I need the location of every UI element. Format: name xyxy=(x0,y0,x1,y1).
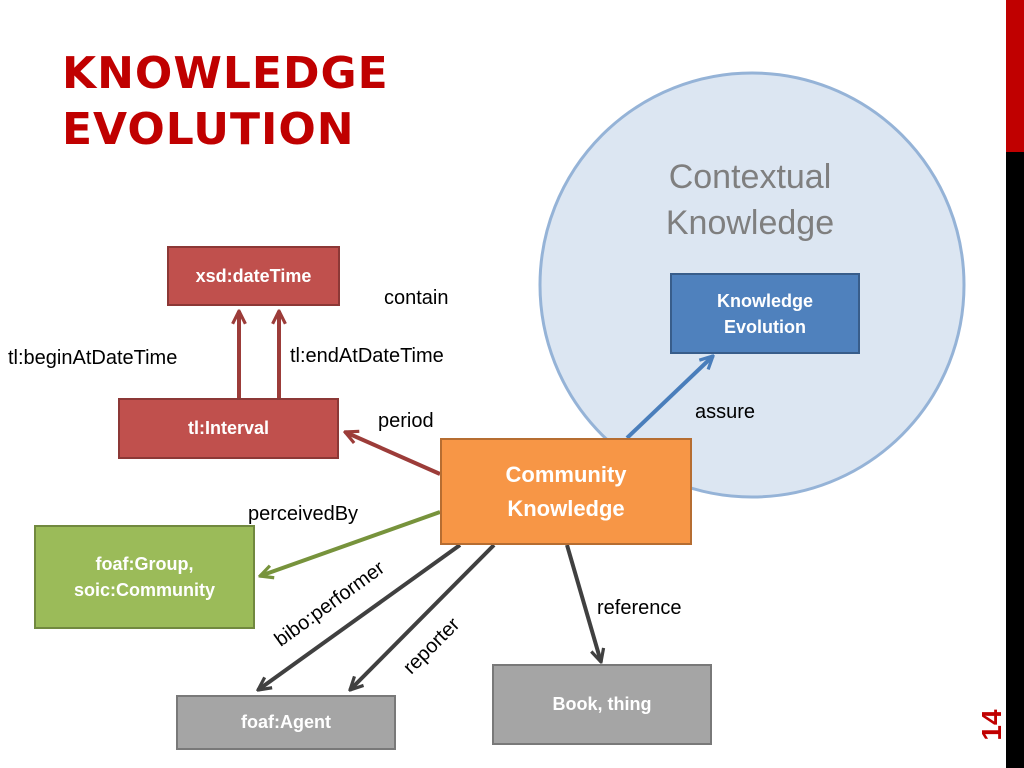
edge-reporter-arrow xyxy=(350,543,496,690)
node-foaf-group-line2: soic:Community xyxy=(73,580,215,600)
slide-title-line1: KNOWLEDGE xyxy=(62,48,389,99)
edge-reference-arrow xyxy=(565,544,601,662)
node-tl-interval: tl:Interval xyxy=(118,398,339,459)
side-bar-black xyxy=(1006,152,1024,768)
slide-title: KNOWLEDGE EVOLUTION xyxy=(62,46,389,158)
contextual-knowledge-label: Contextual Knowledge xyxy=(640,154,860,246)
side-bar-red xyxy=(1006,0,1024,152)
node-community-knowledge: Community Knowledge xyxy=(440,438,692,545)
node-foaf-group-line1: foaf:Group, xyxy=(95,554,194,574)
node-foaf-group: foaf:Group, soic:Community xyxy=(34,525,255,629)
label-assure: assure xyxy=(695,401,756,423)
node-knowledge-evolution: Knowledge Evolution xyxy=(670,273,860,354)
slide-title-line2: EVOLUTION xyxy=(62,104,355,155)
label-end-at-datetime: tl:endAtDateTime xyxy=(290,345,444,367)
edge-assure-arrow xyxy=(625,356,713,440)
label-perceived-by: perceivedBy xyxy=(248,503,359,525)
contextual-knowledge-line1: Contextual xyxy=(668,158,832,196)
node-xsd-datetime: xsd:dateTime xyxy=(167,246,340,306)
node-knowledge-evolution-line2: Evolution xyxy=(724,316,806,337)
label-contain: contain xyxy=(384,287,449,309)
node-knowledge-evolution-line1: Knowledge xyxy=(716,290,813,311)
label-reference: reference xyxy=(597,597,682,619)
node-foaf-agent: foaf:Agent xyxy=(176,695,396,750)
label-period: period xyxy=(378,410,434,432)
node-community-knowledge-line1: Community xyxy=(505,461,627,487)
node-community-knowledge-line2: Knowledge xyxy=(507,495,625,521)
label-begin-at-datetime: tl:beginAtDateTime xyxy=(8,347,178,369)
edge-perceivedby-arrow xyxy=(260,510,441,576)
edge-period-arrow xyxy=(345,432,441,476)
contextual-knowledge-line2: Knowledge xyxy=(665,204,835,242)
edge-performer-arrow xyxy=(258,543,462,690)
node-book-thing: Book, thing xyxy=(492,664,712,745)
